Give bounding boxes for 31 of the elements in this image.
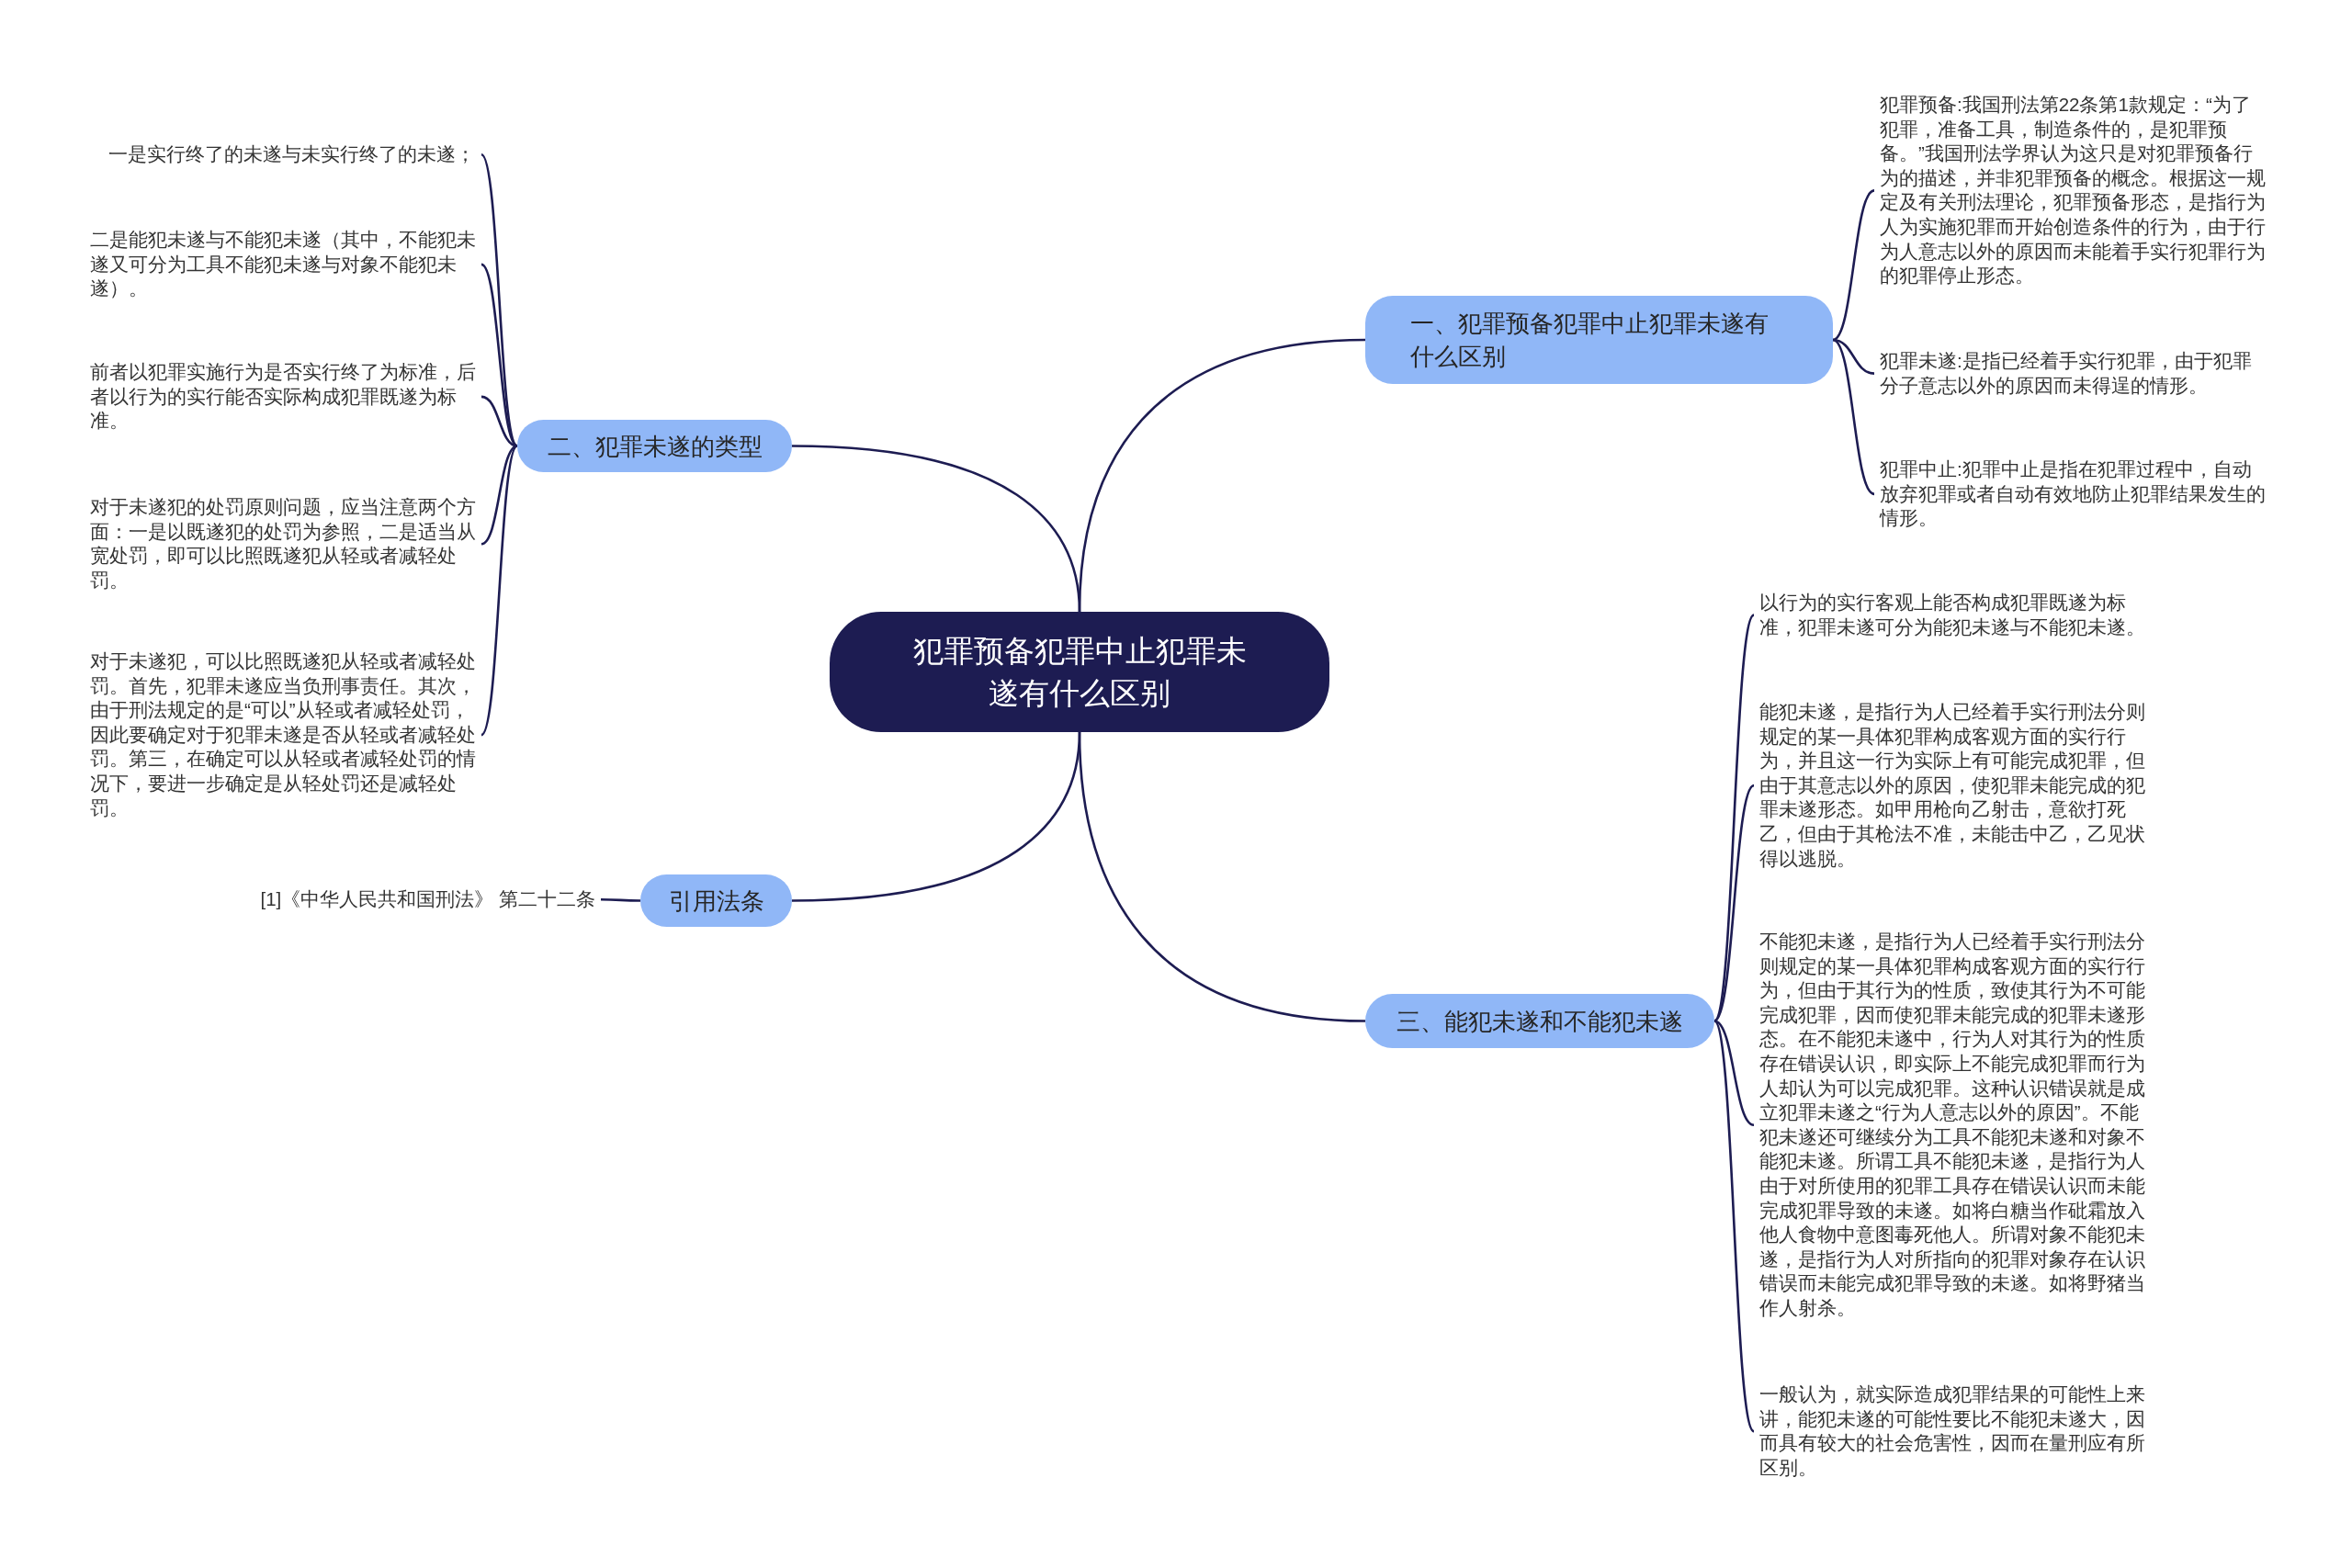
connector-line — [1713, 784, 1755, 1022]
connector-line — [481, 263, 518, 447]
connector-line — [1832, 338, 1875, 495]
central-topic-box: 犯罪预备犯罪中止犯罪未遂有什么区别 — [830, 612, 1329, 732]
connector-line — [791, 445, 1081, 613]
connector-line — [1832, 189, 1875, 342]
topic-box: 引用法条 — [640, 874, 792, 927]
note-text: 对于未遂犯，可以比照既遂犯从轻或者减轻处罚。首先，犯罪未遂应当负刑事责任。其次，由于刑法规定的是“可以”从轻或者减轻处罚，因此要确定对于犯罪未遂是否从轻或者减轻处罚。第三，在确定可以从轻或者减轻处罚的情况下，要进一步确定是从轻处罚还是减轻处罚。 — [85, 649, 481, 821]
note-text: 一是实行终了的未遂与未实行终了的未遂； — [103, 142, 481, 167]
connector-line — [791, 731, 1081, 902]
topic-box: 二、犯罪未遂的类型 — [517, 420, 792, 472]
connector-line — [1713, 614, 1756, 1022]
topic-box: 一、犯罪预备犯罪中止犯罪未遂有什么区别 — [1365, 296, 1833, 384]
note-text: 前者以犯罪实施行为是否实行终了为标准，后者以行为的实行能否实际构成犯罪既遂为标准。 — [85, 360, 481, 434]
note-text: 一般认为，就实际造成犯罪结果的可能性上来讲，能犯未遂的可能性要比不能犯未遂大，因而具有较大的社会危害性，因而在量刑应有所区别。 — [1754, 1382, 2151, 1481]
connector-line — [481, 445, 518, 546]
note-text: 犯罪预备:我国刑法第22条第1款规定：“为了犯罪，准备工具，制造条件的，是犯罪预备。”我国刑法学界认为这只是对犯罪预备行为的描述，并非犯罪预备的概念。根据这一规定及有关刑法理论，犯罪预备形态，是指行为人为实施犯罪而开始创造条件的行为，由于行为人意志以外的原因而未能着手实行犯罪行为的犯罪停止形态。 — [1874, 93, 2271, 288]
note-text: 不能犯未遂，是指行为人已经着手实行刑法分则规定的某一具体犯罪构成客观方面的实行行为，但由于其行为的性质，致使其行为不可能完成犯罪，因而使犯罪未能完成的犯罪未遂形态。在不能犯未遂中，行为人对其行为的性质存在错误认识，即实际上不能完成犯罪而行为人却认为可以完成犯罪。这种认识错误就是成立犯罪未遂之“行为人意志以外的原因”。不能犯未遂还可继续分为工具不能犯未遂和对象不能犯未遂。所谓工具不能犯未遂，是指行为人由于对所使用的犯罪工具存在错误认识而未能完成犯罪导致的未遂。如将白糖当作砒霜放入他人食物中意图毒死他人。所谓对象不能犯未遂，是指行为人对所指向的犯罪对象存在认识错误而未能完成犯罪导致的未遂。如将野猪当作人射杀。 — [1754, 930, 2151, 1321]
topic-box: 三、能犯未遂和不能犯未遂 — [1365, 994, 1714, 1048]
connector-line — [601, 898, 640, 902]
connector-line — [480, 445, 519, 736]
note-text: 犯罪未遂:是指已经着手实行犯罪，由于犯罪分子意志以外的原因而未得逞的情形。 — [1874, 349, 2271, 399]
note-text: 对于未遂犯的处罚原则问题，应当注意两个方面：一是以既遂犯的处罚为参照，二是适当从宽处罚，即可以比照既遂犯从轻或者减轻处罚。 — [85, 495, 481, 593]
note-text: 犯罪中止:犯罪中止是指在犯罪过程中，自动放弃犯罪或者自动有效地防止犯罪结果发生的情形。 — [1874, 457, 2271, 531]
note-text: 能犯未遂，是指行为人已经着手实行刑法分则规定的某一具体犯罪构成客观方面的实行行为，并且这一行为实际上有可能完成犯罪，但由于其意志以外的原因，使犯罪未能完成的犯罪未遂形态。如甲用枪向乙射击，意欲打死乙，但由于其枪法不准，未能击中乙，乙见状得以逃脱。 — [1754, 700, 2151, 872]
note-text: 以行为的实行客观上能否构成犯罪既遂为标准，犯罪未遂可分为能犯未遂与不能犯未遂。 — [1754, 591, 2151, 640]
note-text: 二是能犯未遂与不能犯未遂（其中，不能犯未遂又可分为工具不能犯未遂与对象不能犯未遂）。 — [85, 228, 481, 301]
connector-line — [480, 153, 519, 447]
connector-line — [1713, 1020, 1756, 1432]
note-text: [1]《中华人民共和国刑法》 第二十二条 — [230, 887, 601, 912]
connector-line — [1713, 1020, 1755, 1126]
